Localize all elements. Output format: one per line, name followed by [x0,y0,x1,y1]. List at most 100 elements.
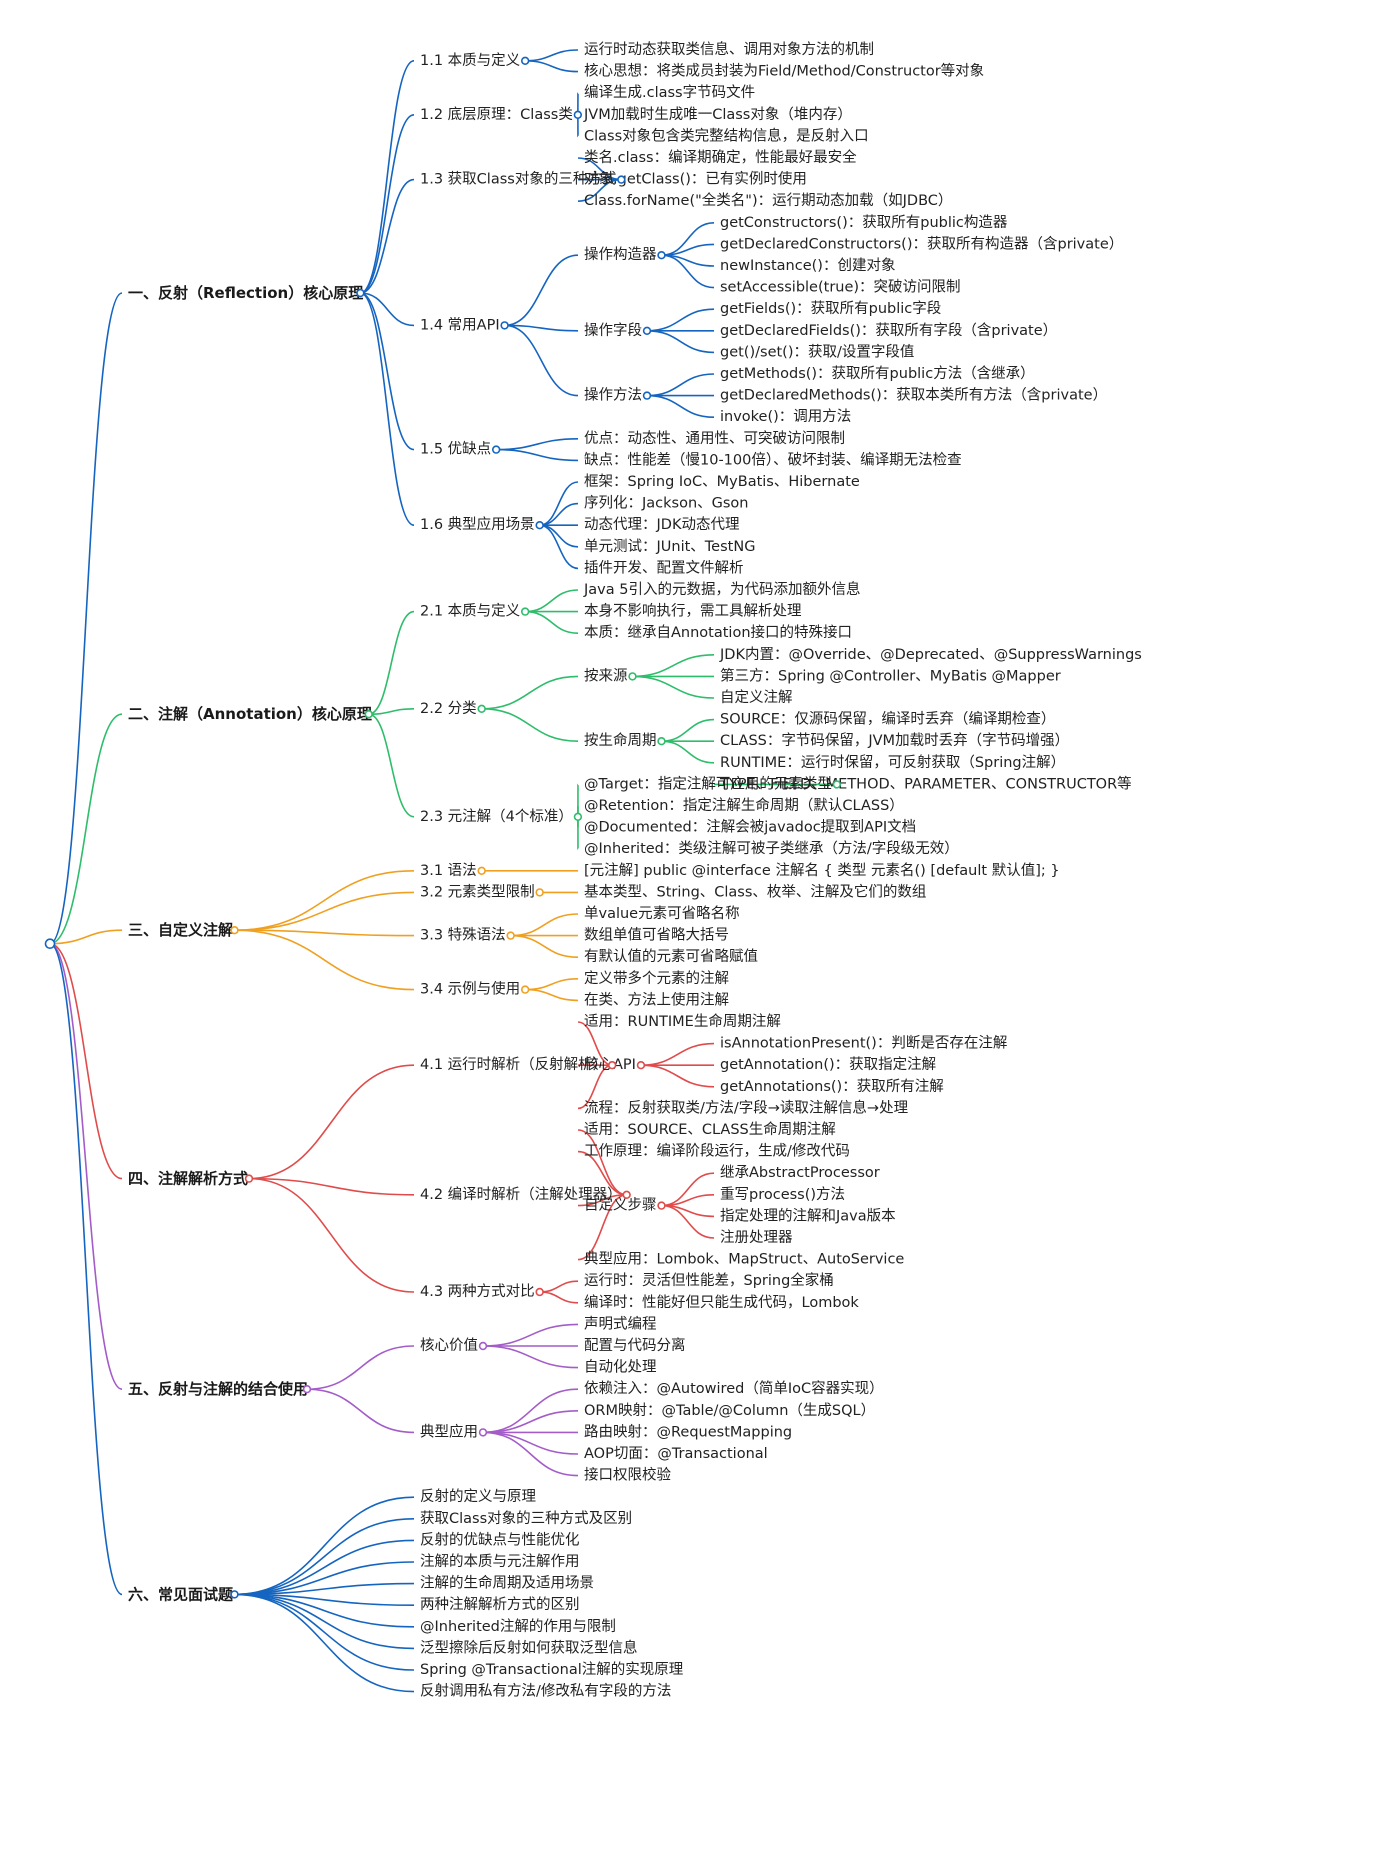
branch-label: 典型应用 [420,1422,478,1440]
connector-line [510,913,579,937]
leaf-label: 自定义注解 [720,689,793,706]
node-dot [230,925,239,935]
connector-line [661,740,715,764]
connector-line [482,1431,579,1477]
node-dot [506,931,515,940]
leaf-label: isAnnotationPresent()：判断是否存在注解 [720,1035,1007,1052]
connector-line [661,718,715,742]
branch-label: 1.5 优缺点 [420,441,491,458]
leaf-label: 路由映射：@RequestMapping [584,1423,792,1440]
leaf-label: 单元测试：JUnit、TestNG [584,538,755,555]
connector-line [482,1323,579,1347]
node-dot [636,1060,646,1070]
leaf-label: 典型应用：Lombok、MapStruct、AutoService [584,1250,904,1268]
leaf-label: 自动化处理 [584,1359,657,1376]
connector-line [482,1431,579,1455]
connector-line [632,654,715,678]
leaf-label: getDeclaredMethods()：获取本类所有方法（含private） [720,387,1107,404]
connector-line [360,292,415,526]
node-dot [832,780,842,789]
connector-line [248,1064,415,1180]
section-title: 一、反射（Reflection）核心原理 [128,284,363,302]
leaf-label: 泛型擦除后反射如何获取泛型信息 [420,1639,638,1656]
leaf-label: 注解的本质与元注解作用 [420,1553,580,1570]
leaf-label: 第三方：Spring @Controller、MyBatis @Mapper [720,666,1061,684]
connector-line [481,675,579,710]
leaf-label: 反射的定义与原理 [420,1488,536,1505]
connector-line [368,708,415,715]
connector-line [360,292,415,451]
connector-line [248,1177,415,1293]
connector-line [577,1021,613,1066]
connector-line [577,178,622,202]
connector-line [234,1539,415,1596]
connector-line [577,1064,613,1110]
node-dot [364,709,373,719]
leaf-label: 流程：反射获取类/方法/字段→读取注解信息→处理 [584,1099,909,1116]
node-dot [230,1590,239,1599]
node-dot [657,251,666,260]
connector-line [234,1593,415,1671]
node-dot [520,985,530,994]
node-dot [573,110,583,120]
connector-line [510,934,579,958]
connector-line [360,178,415,294]
leaf-label: [元注解] public @interface 注解名 { 类型 元素名() [… [584,862,1060,879]
leaf-label: 指定处理的注解和Java版本 [720,1207,896,1224]
branch-label: 4.3 两种方式对比 [420,1283,535,1300]
node-dot [478,1428,488,1437]
node-dot [535,520,544,530]
connector-line [482,1410,579,1434]
node-dot [657,736,666,746]
leaf-label: 在类、方法上使用注解 [584,991,729,1008]
leaf-label: Class对象包含类完整结构信息，是反射入口 [584,127,869,144]
connector-line [368,610,415,715]
leaf-label: 两种注解解析方式的区别 [420,1596,580,1613]
branch-label: 3.4 示例与使用 [420,981,520,998]
leaf-label: 声明式编程 [584,1314,657,1332]
connector-line [640,1064,715,1088]
leaf-label: 配置与代码分离 [584,1337,686,1354]
leaf-label: @Inherited：类级注解可被子类继承（方法/字段级无效） [584,840,959,857]
branch-label: 操作字段 [584,322,642,339]
connector-line [368,713,415,818]
connector-line [496,448,579,462]
connector-line [482,1388,579,1434]
connector-line [481,708,579,742]
branch-label: 2.2 分类 [420,700,477,717]
node-dot [573,812,583,821]
section-title: 三、自定义注解 [128,921,233,939]
leaf-label: Class.forName("全类名")：运行期动态加载（如JDBC） [584,191,952,209]
connector-line [49,942,123,1596]
section-title: 五、反射与注解的结合使用 [128,1380,308,1398]
connector-line [49,942,123,1390]
leaf-label: 定义带多个元素的注解 [584,970,729,987]
connector-line [525,60,579,73]
branch-label: 1.3 获取Class对象的三种方式 [420,171,617,188]
leaf-label: 依赖注入：@Autowired（简单IoC容器实现） [584,1380,884,1397]
branch-label: 核心价值 [420,1337,478,1354]
leaf-label: 继承AbstractProcessor [720,1164,880,1181]
node-dot [356,288,365,298]
leaf-label: 反射的优缺点与性能优化 [420,1531,580,1548]
leaf-label: ORM映射：@Table/@Column（生成SQL） [584,1402,875,1419]
connector-line [539,502,579,526]
branch-label: 按来源 [584,667,628,684]
branch-label: 1.2 底层原理：Class类 [420,106,573,123]
connector-line [539,1291,579,1304]
connector-line [49,292,123,945]
leaf-label: 接口权限校验 [584,1467,671,1484]
connector-line [539,524,579,570]
connector-line [525,988,579,1002]
connector-line [661,1204,715,1239]
node-dot [628,672,637,681]
leaf-label: 注解的生命周期及适用场景 [420,1574,594,1592]
leaf-label: 优点：动态性、通用性、可突破访问限制 [584,430,845,447]
connector-line [49,713,123,945]
mindmap-edges [49,49,837,1693]
leaf-label: getMethods()：获取所有public方法（含继承） [720,365,1035,382]
leaf-label: 插件开发、配置文件解析 [584,559,744,576]
node-dot [622,1190,631,1200]
connector-line [234,1518,415,1596]
leaf-label: getAnnotations()：获取所有注解 [720,1078,944,1095]
